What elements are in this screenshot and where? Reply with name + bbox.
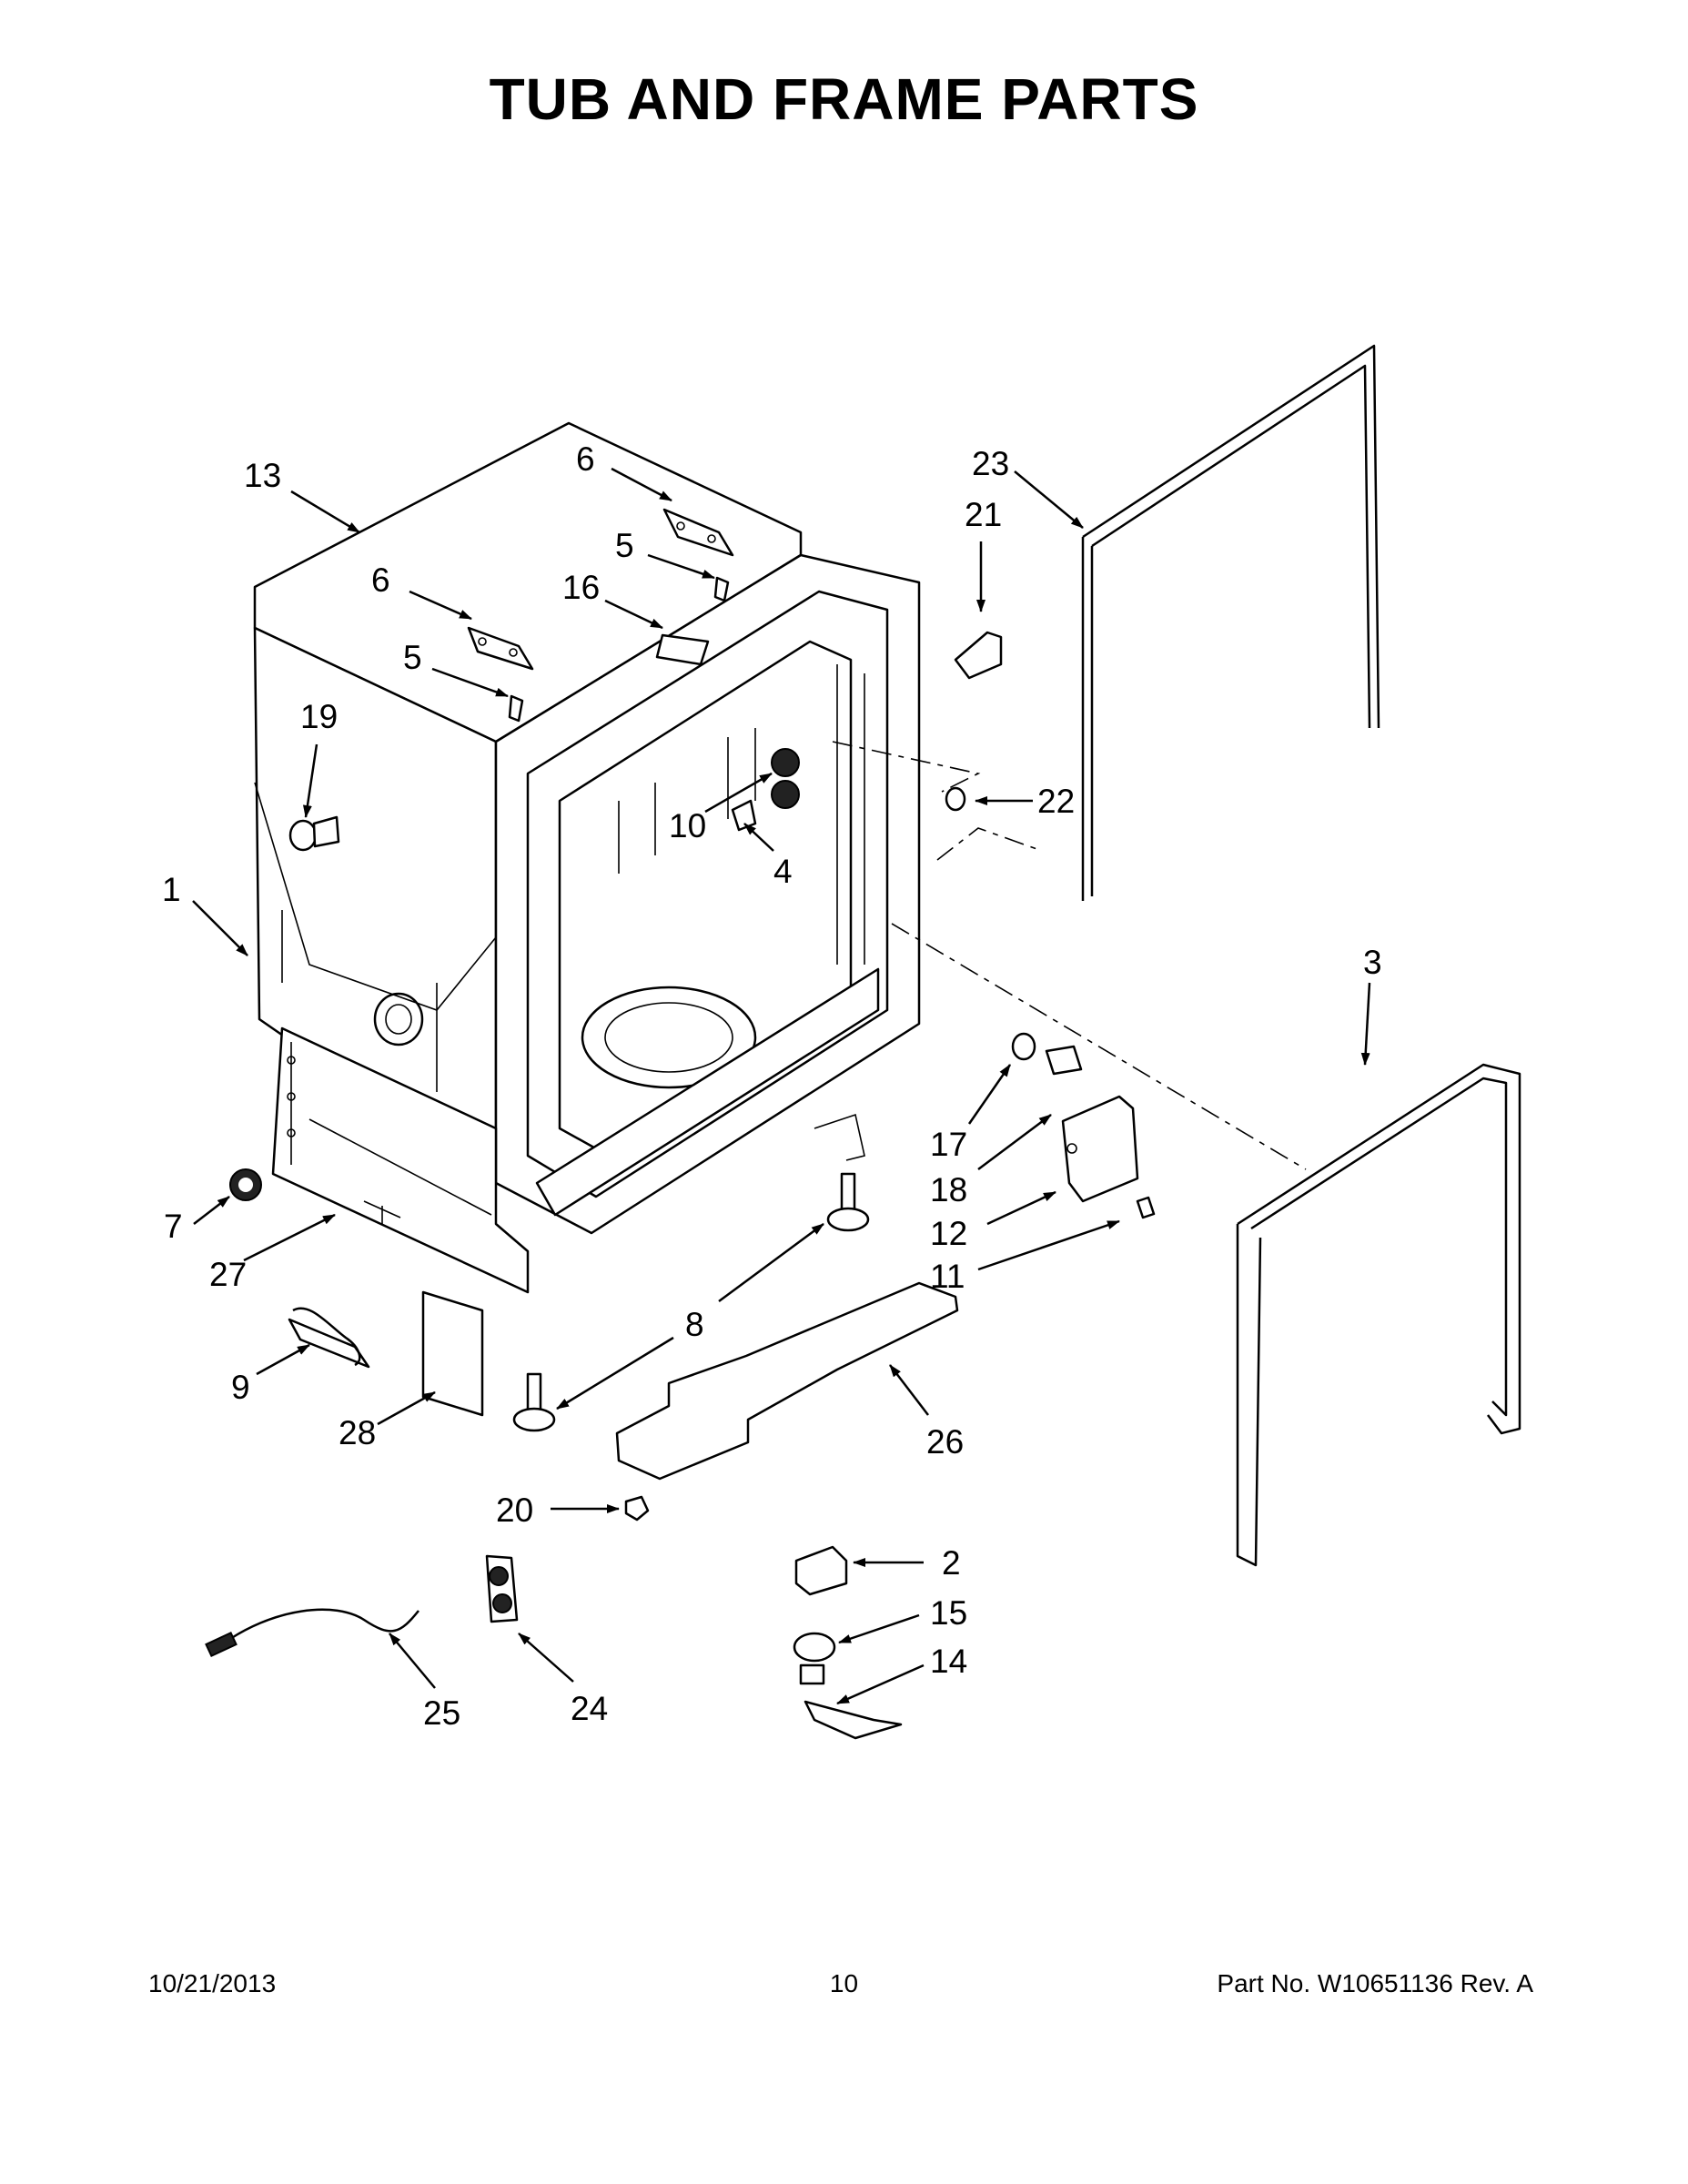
callout-22: 22 xyxy=(1037,783,1075,820)
vent-bracket xyxy=(731,748,800,832)
wire-harness-end xyxy=(205,1631,238,1658)
callout-3: 3 xyxy=(1363,944,1382,981)
bumper xyxy=(945,786,966,812)
callout-12: 12 xyxy=(930,1215,967,1252)
fastener xyxy=(624,1495,650,1522)
callout-6: 6 xyxy=(371,561,390,599)
callout-5: 5 xyxy=(615,527,634,564)
callout-8: 8 xyxy=(685,1306,704,1343)
leader-lines xyxy=(192,467,1371,1705)
callout-19: 19 xyxy=(300,698,338,735)
callout-24: 24 xyxy=(571,1690,608,1727)
callout-20: 20 xyxy=(496,1491,533,1529)
callout-4: 4 xyxy=(773,853,793,890)
callout-25: 25 xyxy=(423,1694,460,1732)
page-title: TUB AND FRAME PARTS xyxy=(489,66,1199,132)
callout-21: 21 xyxy=(965,496,1002,533)
callout-14: 14 xyxy=(930,1643,967,1680)
hinge-brackets xyxy=(467,508,734,723)
footer-date: 10/21/2013 xyxy=(148,1969,277,1997)
base-hardware xyxy=(229,1168,870,1432)
callout-15: 15 xyxy=(930,1594,967,1632)
tub-fitting xyxy=(288,815,340,852)
door-clip xyxy=(954,631,1003,680)
wire-harness xyxy=(217,1608,419,1649)
callout-17: 17 xyxy=(930,1126,967,1163)
callout-13: 13 xyxy=(244,457,281,494)
tub-gasket xyxy=(1236,1063,1521,1567)
assembly-line xyxy=(891,923,1307,1170)
toe-panel xyxy=(615,1281,959,1481)
mounting-hardware xyxy=(1011,1032,1156,1219)
footer-part-number: Part No. W10651136 Rev. A xyxy=(1217,1969,1533,1997)
callout-labels: 13 6 5 16 6 5 19 1 23 21 22 10 4 3 17 18… xyxy=(162,440,1382,1732)
callout-28: 28 xyxy=(339,1414,376,1451)
tub-assembly xyxy=(253,421,921,1294)
footer-page-number: 10 xyxy=(829,1969,859,1997)
callout-2: 2 xyxy=(942,1544,961,1582)
callout-16: 16 xyxy=(562,569,600,606)
callout-9: 9 xyxy=(231,1369,250,1406)
assembly-line xyxy=(832,741,1043,861)
callout-5: 5 xyxy=(403,639,422,676)
door-gasket-strip xyxy=(1081,344,1380,901)
callout-7: 7 xyxy=(164,1208,183,1245)
callout-1: 1 xyxy=(162,871,181,908)
callout-11: 11 xyxy=(930,1258,965,1295)
callout-27: 27 xyxy=(209,1256,247,1293)
callout-26: 26 xyxy=(926,1423,964,1461)
wire-clip xyxy=(794,1545,848,1596)
sensor-and-bracket xyxy=(793,1632,903,1740)
callout-10: 10 xyxy=(669,807,706,844)
callout-6: 6 xyxy=(576,440,595,478)
callout-23: 23 xyxy=(972,445,1009,482)
callout-18: 18 xyxy=(930,1171,967,1208)
valve-body xyxy=(485,1554,519,1623)
